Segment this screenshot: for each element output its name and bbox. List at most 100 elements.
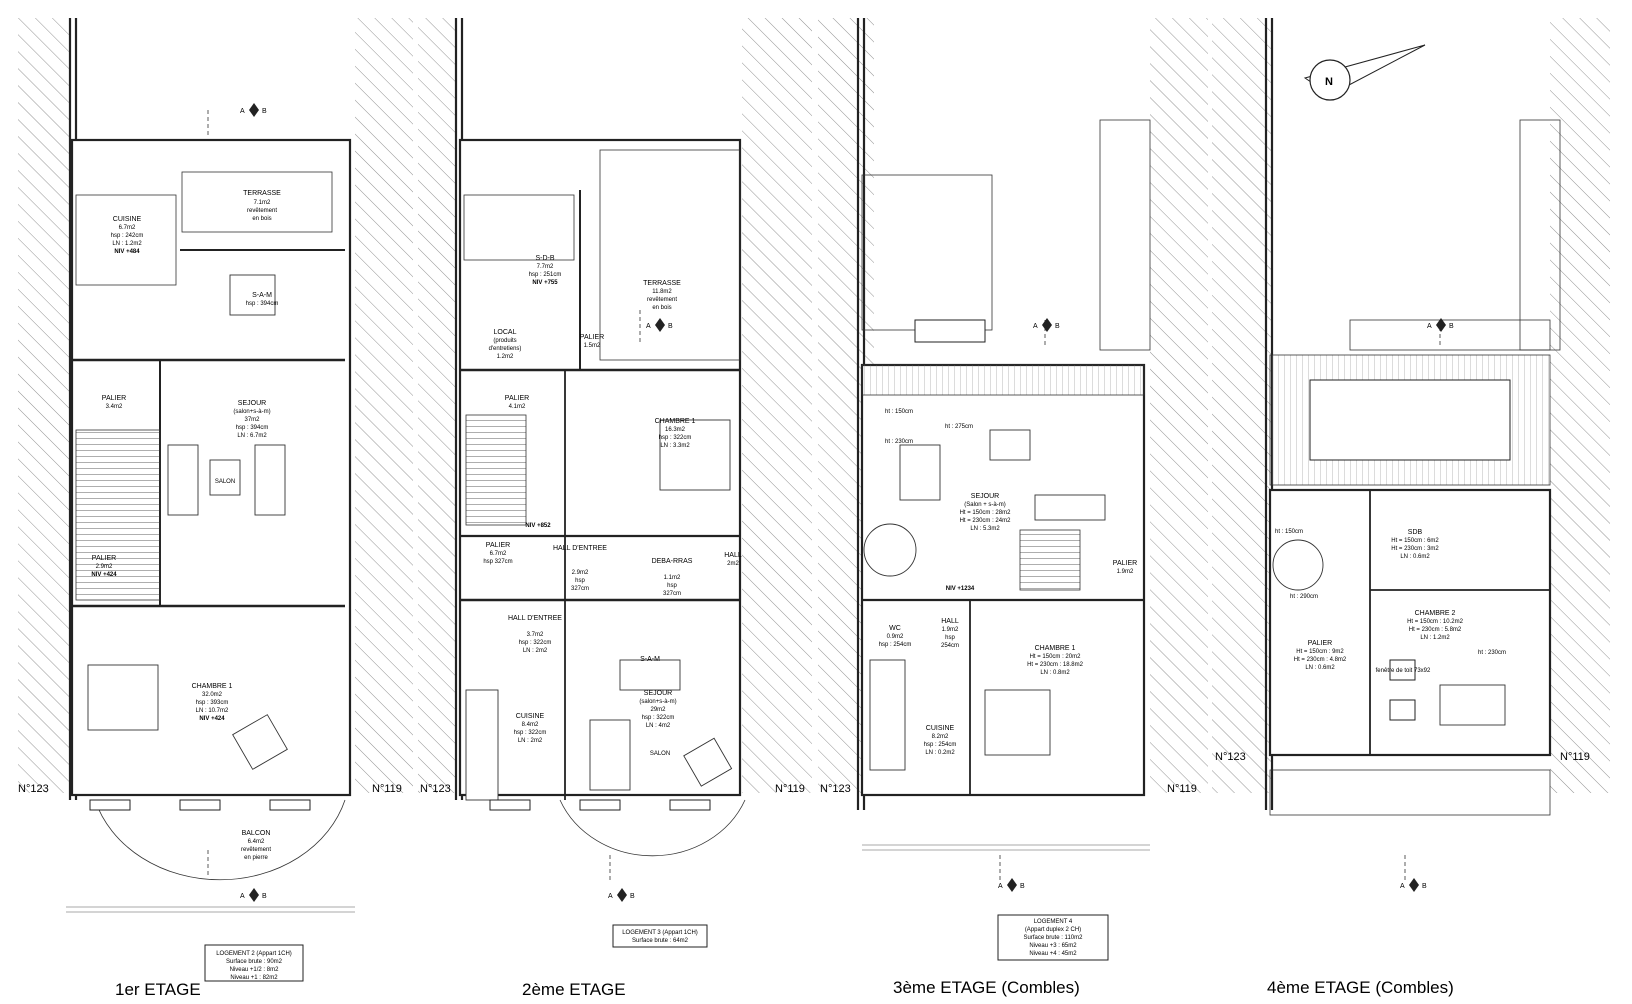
svg-text:LN : 1.2m2: LN : 1.2m2 xyxy=(112,241,142,247)
svg-text:NIV +424: NIV +424 xyxy=(91,572,117,578)
room-label: LOCAL (produits d'entretiens) 1.2m2 xyxy=(489,329,522,360)
neighbor-hatch xyxy=(1212,18,1272,793)
room-label: S-A-M hsp : 394cm xyxy=(246,292,279,307)
svg-text:PALIER: PALIER xyxy=(92,555,116,562)
svg-text:SEJOUR: SEJOUR xyxy=(238,400,266,407)
svg-text:37m2: 37m2 xyxy=(244,417,260,423)
neighbor-hatch xyxy=(355,18,413,793)
section-letter: A xyxy=(998,883,1003,890)
section-letter: B xyxy=(630,893,635,900)
room-label: HALL D'ENTREE 3.7m2 hsp : 322cm LN : 2m2 xyxy=(508,615,562,654)
svg-text:Ht = 150cm : 20m2: Ht = 150cm : 20m2 xyxy=(1030,654,1082,660)
room-label: CHAMBRE 1 32.0m2 hsp : 393cm LN : 10.7m2… xyxy=(192,683,233,722)
legend-line: LOGEMENT 3 (Appart 1CH) xyxy=(622,930,698,936)
svg-text:4.1m2: 4.1m2 xyxy=(509,404,526,410)
plan-2eme-etage xyxy=(454,18,746,880)
height-mark: ht : 290cm xyxy=(1290,594,1318,600)
svg-text:BALCON: BALCON xyxy=(242,830,271,837)
room-label: SEJOUR (salon+s-à-m) 37m2 hsp : 394cm LN… xyxy=(233,400,270,439)
svg-text:hsp : 322cm: hsp : 322cm xyxy=(642,715,675,721)
room-label: HALL 1.9m2 hsp 254cm xyxy=(941,618,959,649)
neighbor-label: N°123 xyxy=(18,783,49,795)
svg-text:LN : 0.2m2: LN : 0.2m2 xyxy=(925,750,955,756)
svg-text:8.2m2: 8.2m2 xyxy=(932,734,949,740)
svg-text:LN : 0.6m2: LN : 0.6m2 xyxy=(1400,554,1430,560)
neighbor-label: N°119 xyxy=(1167,783,1197,795)
room-label: S-A-M xyxy=(640,656,660,663)
svg-text:3.7m2: 3.7m2 xyxy=(527,632,544,638)
svg-text:hsp : 322cm: hsp : 322cm xyxy=(514,730,547,736)
neighbor-label: N°123 xyxy=(1215,751,1246,763)
svg-text:CUISINE: CUISINE xyxy=(926,725,955,732)
svg-text:hsp : 322cm: hsp : 322cm xyxy=(659,435,692,441)
north-label: N xyxy=(1325,76,1333,88)
plan-3eme-etage xyxy=(856,18,1151,880)
room-label: CHAMBRE 1 16.3m2 hsp : 322cm LN : 3.3m2 xyxy=(655,418,696,449)
neighbor-hatch xyxy=(1150,18,1208,793)
height-mark: ht : 150cm xyxy=(1275,529,1303,535)
svg-text:Ht = 230cm : 3m2: Ht = 230cm : 3m2 xyxy=(1391,546,1439,552)
neighbor-label: N°119 xyxy=(1560,751,1590,763)
section-letter: B xyxy=(1449,323,1454,330)
section-letter: B xyxy=(1020,883,1025,890)
room-label: WC 0.9m2 hsp : 254cm xyxy=(879,625,912,648)
height-mark: ht : 150cm xyxy=(885,409,913,415)
legend-line: Niveau +4 : 45m2 xyxy=(1029,951,1077,957)
svg-text:TERRASSE: TERRASSE xyxy=(643,280,681,287)
svg-text:en pierre: en pierre xyxy=(244,855,268,861)
section-letter: B xyxy=(262,893,267,900)
section-letter: A xyxy=(1427,323,1432,330)
legend-line: Niveau +1/2 : 8m2 xyxy=(230,967,280,973)
svg-text:NIV +755: NIV +755 xyxy=(532,280,558,286)
svg-text:PALIER: PALIER xyxy=(102,395,126,402)
svg-text:PALIER: PALIER xyxy=(505,395,529,402)
svg-text:Ht = 230cm : 4.8m2: Ht = 230cm : 4.8m2 xyxy=(1294,657,1347,663)
svg-text:CHAMBRE 1: CHAMBRE 1 xyxy=(192,683,233,690)
plan-title: 1er ETAGE xyxy=(115,980,201,999)
section-letter: A xyxy=(240,108,245,115)
room-label: TERRASSE 11.8m2 revêtement en bois xyxy=(643,280,681,311)
svg-text:8.4m2: 8.4m2 xyxy=(522,722,539,728)
svg-text:LN : 0.6m2: LN : 0.6m2 xyxy=(1305,665,1335,671)
section-letter: A xyxy=(1033,323,1038,330)
svg-text:NIV +484: NIV +484 xyxy=(114,249,140,255)
svg-text:1.5m2: 1.5m2 xyxy=(584,343,601,349)
svg-text:DEBA-RRAS: DEBA-RRAS xyxy=(652,558,693,565)
svg-text:CHAMBRE 1: CHAMBRE 1 xyxy=(1035,645,1076,652)
svg-text:Ht = 230cm : 5.8m2: Ht = 230cm : 5.8m2 xyxy=(1409,627,1462,633)
section-letter: B xyxy=(1422,883,1427,890)
room-label: CUISINE 6.7m2 hsp : 242cm LN : 1.2m2 NIV… xyxy=(111,216,144,255)
svg-text:hsp: hsp xyxy=(575,578,585,584)
room-label: SEJOUR (Salon + s-à-m) Ht = 150cm : 28m2… xyxy=(960,493,1012,532)
svg-text:(salon+s-à-m): (salon+s-à-m) xyxy=(639,699,676,705)
section-letter: B xyxy=(1055,323,1060,330)
svg-text:revêtement: revêtement xyxy=(247,208,277,214)
svg-text:WC: WC xyxy=(889,625,901,632)
north-arrow-icon xyxy=(1303,44,1426,101)
svg-text:1.9m2: 1.9m2 xyxy=(1117,569,1134,575)
svg-text:LN : 6.7m2: LN : 6.7m2 xyxy=(237,433,267,439)
room-label: PALIER 1.5m2 xyxy=(580,334,604,349)
svg-text:2.9m2: 2.9m2 xyxy=(96,564,113,570)
plan-title: 4ème ETAGE (Combles) xyxy=(1267,978,1454,997)
legend-box xyxy=(204,944,304,982)
room-label: PALIER 2.9m2 NIV +424 xyxy=(91,555,117,578)
svg-text:16.3m2: 16.3m2 xyxy=(665,427,686,433)
svg-text:LN : 10.7m2: LN : 10.7m2 xyxy=(196,708,229,714)
section-letter: B xyxy=(262,108,267,115)
svg-text:PALIER: PALIER xyxy=(486,542,510,549)
svg-text:SEJOUR: SEJOUR xyxy=(971,493,999,500)
svg-text:S-A-M: S-A-M xyxy=(252,292,272,299)
svg-text:NIV +424: NIV +424 xyxy=(199,716,225,722)
room-label: CUISINE 8.2m2 hsp : 254cm LN : 0.2m2 xyxy=(924,725,957,756)
room-label: CHAMBRE 2 Ht = 150cm : 10.2m2 Ht = 230cm… xyxy=(1407,610,1464,641)
room-label: SDB Ht = 150cm : 6m2 Ht = 230cm : 3m2 LN… xyxy=(1391,529,1439,560)
svg-text:Ht = 230cm : 24m2: Ht = 230cm : 24m2 xyxy=(960,518,1012,524)
room-label: HALL D'ENTREE 2.9m2 hsp 327cm xyxy=(553,545,607,592)
svg-text:hsp: hsp xyxy=(945,635,955,641)
svg-text:hsp : 242cm: hsp : 242cm xyxy=(111,233,144,239)
svg-text:(produits: (produits xyxy=(493,338,516,344)
plan-4eme-etage xyxy=(1264,18,1561,880)
legend-line: Surface brute : 90m2 xyxy=(226,959,283,965)
